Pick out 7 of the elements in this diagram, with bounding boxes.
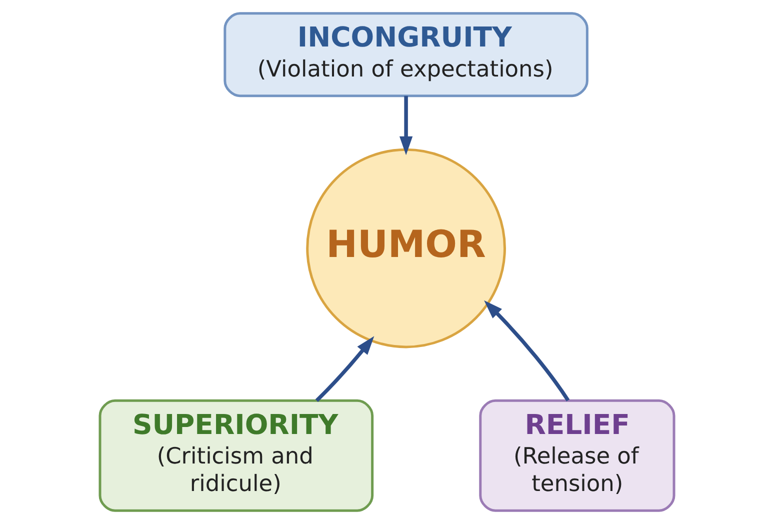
node-box: RELIEF (Release of tension) — [478, 399, 675, 512]
arrow — [398, 96, 412, 156]
arrow — [484, 300, 570, 402]
arrow — [314, 336, 374, 402]
node-box: INCONGRUITY (Violation of expectations) — [223, 12, 588, 98]
node-circle: HUMOR — [306, 148, 506, 348]
node-box: SUPERIORITY (Criticism and ridicule) — [98, 399, 374, 512]
